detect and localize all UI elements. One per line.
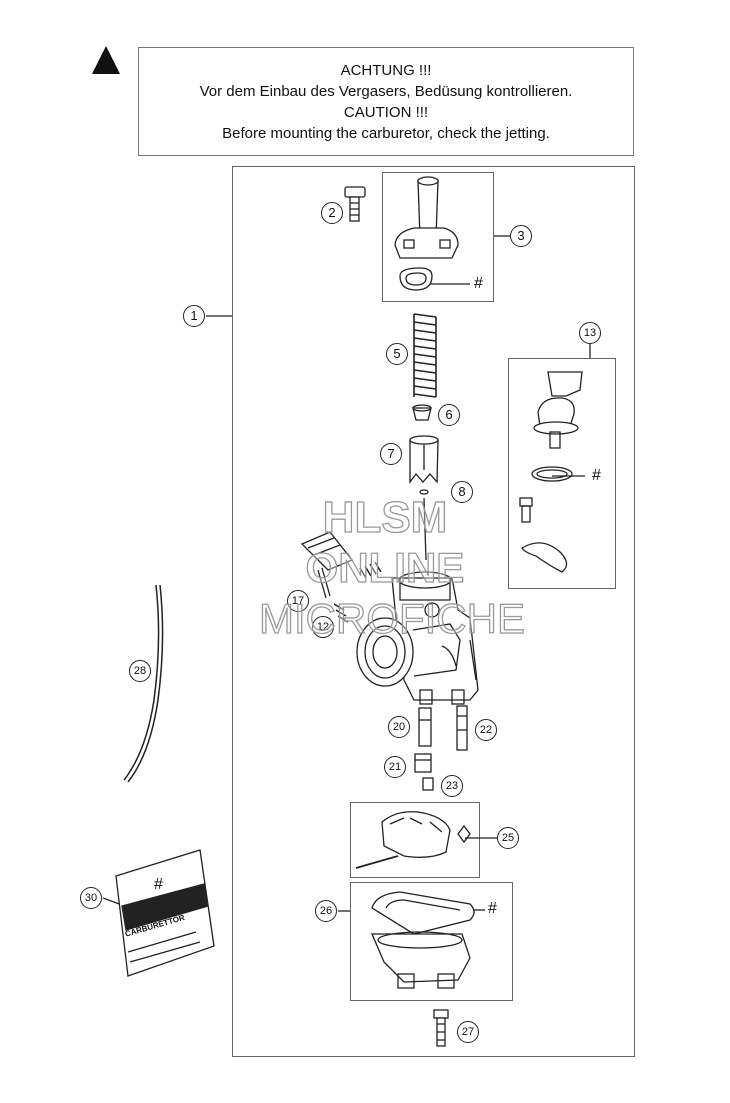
idle-jet-23 [422,777,434,791]
spring-seat-6 [412,404,432,421]
carburetor-body [356,571,479,705]
fuel-hose-28 [123,584,164,783]
float-group-frame [350,802,480,878]
main-jet-22 [456,705,468,751]
warning-notice: ACHTUNG !!! Vor dem Einbau des Vergasers… [138,47,634,156]
throttle-slide-7 [409,435,439,484]
jet-holder-21 [414,753,432,773]
throttle-cap-3 [394,176,459,291]
watermark-line-1: HLSM [322,492,448,542]
callout-23: 23 [441,775,463,797]
callout-2: 2 [321,202,343,224]
hash-mark: # [154,876,163,893]
warning-text-de: Vor dem Einbau des Vergasers, Bedüsung k… [199,83,573,100]
screw-27 [433,1009,449,1047]
callout-1: 1 [183,305,205,327]
callout-26: 26 [315,900,337,922]
watermark-line-3: MICROFICHE [258,594,525,642]
carburetor-assembly-frame [232,166,635,1057]
callout-27: 27 [457,1021,479,1043]
needle-clip-8 [419,489,429,561]
emulsion-tube-20 [418,707,432,747]
callout-12: 12 [312,616,334,638]
callout-20: 20 [388,716,410,738]
warning-text-en: Before mounting the carburetor, check th… [222,125,550,142]
hash-mark: # [488,900,497,917]
callout-3: 3 [510,225,532,247]
float-bowl-group-frame [350,882,513,1001]
choke-group-frame [508,358,616,589]
callout-7: 7 [380,443,402,465]
throttle-cap-group-frame [382,172,494,302]
idle-screw-17 [300,531,354,599]
callout-30: 30 [80,887,102,909]
callout-5: 5 [386,343,408,365]
callout-21: 21 [384,756,406,778]
jetting-kit-bag-30 [115,849,215,977]
warning-icon [92,46,120,74]
warning-title-en: CAUTION !!! [343,104,429,121]
spring-12 [333,603,349,623]
warning-title-de: ACHTUNG !!! [340,62,432,79]
callout-28: 28 [129,660,151,682]
spring-5 [413,313,437,398]
callout-8: 8 [451,481,473,503]
watermark-line-2: ONLINE [305,543,465,591]
hash-mark: # [474,275,483,292]
callout-6: 6 [438,404,460,426]
callout-13: 13 [579,322,601,344]
hash-mark: # [592,467,601,484]
choke-assembly-13 [519,371,583,573]
callout-25: 25 [497,827,519,849]
float-25 [355,811,471,869]
callout-22: 22 [475,719,497,741]
float-bowl-26 [371,891,475,989]
small-spring [359,561,382,579]
bolt-2 [344,186,366,222]
callout-17: 17 [287,590,309,612]
